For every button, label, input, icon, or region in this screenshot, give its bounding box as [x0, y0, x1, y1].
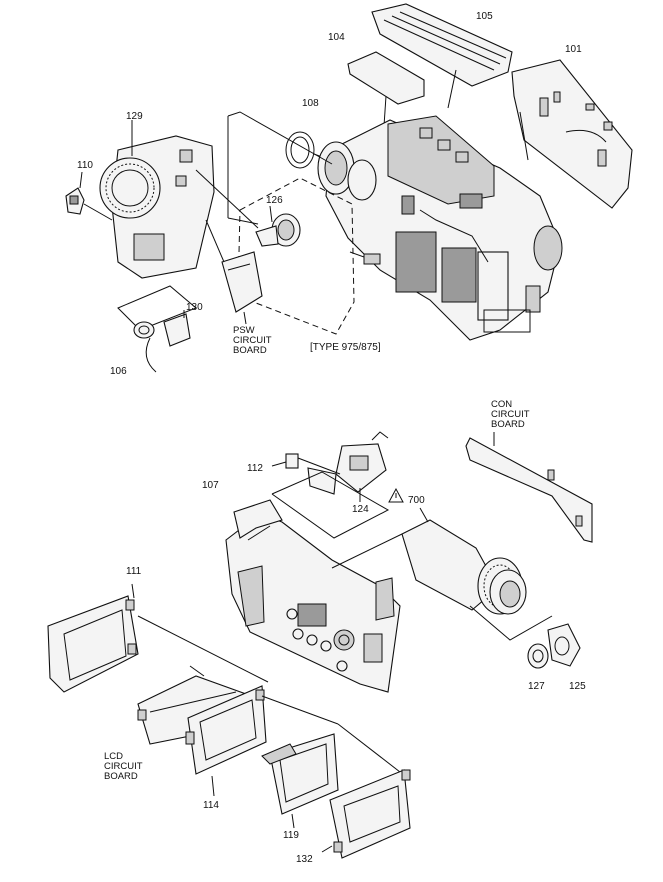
part-119-lcd-panel	[261, 733, 339, 829]
part-127	[527, 643, 549, 669]
label-132: 132	[296, 854, 313, 865]
label-106: 106	[110, 366, 127, 377]
part-112	[271, 453, 299, 469]
label-110: 110	[77, 160, 93, 171]
label-psw-circuit-board: PSW CIRCUIT BOARD	[233, 325, 272, 356]
warning-triangle-icon	[388, 487, 404, 503]
part-107-main-housing	[225, 499, 403, 693]
label-700: 700	[408, 495, 425, 506]
con-circuit-board	[465, 432, 593, 543]
part-129-front-bezel	[99, 120, 215, 279]
label-105: 105	[476, 11, 493, 22]
label-127: 127	[528, 681, 545, 692]
part-104-cover	[347, 51, 425, 127]
label-107: 107	[202, 480, 219, 491]
psw-circuit-board	[205, 219, 263, 325]
label-125: 125	[569, 681, 586, 692]
part-110	[65, 171, 113, 221]
part-132-lcd-front-frame	[321, 769, 411, 859]
label-114: 114	[203, 800, 219, 811]
part-130-106	[117, 285, 197, 373]
part-124	[297, 431, 389, 502]
label-101: 101	[565, 44, 582, 55]
label-104: 104	[328, 32, 345, 43]
label-lcd-circuit-board: LCD CIRCUIT BOARD	[104, 751, 143, 782]
label-111: 111	[126, 566, 142, 577]
label-124: 124	[352, 504, 369, 515]
part-111-lcd-back-cover	[47, 583, 269, 693]
label-108: 108	[302, 98, 319, 109]
part-700-lens-unit	[401, 507, 527, 615]
part-101-side-panel	[511, 59, 633, 209]
part-126	[195, 169, 301, 247]
part-125	[547, 623, 581, 667]
main-mechanism-body	[317, 115, 563, 341]
label-con-circuit-board: CON CIRCUIT BOARD	[491, 399, 530, 430]
label-112: 112	[247, 463, 263, 474]
part-114-lcd-frame	[185, 685, 267, 797]
label-129: 129	[126, 111, 143, 122]
label-type-975-875: [TYPE 975/875]	[310, 342, 381, 353]
label-130: 130	[186, 302, 203, 313]
label-126: 126	[266, 195, 283, 206]
part-105-top-cover	[371, 3, 513, 109]
label-119: 119	[283, 830, 299, 841]
